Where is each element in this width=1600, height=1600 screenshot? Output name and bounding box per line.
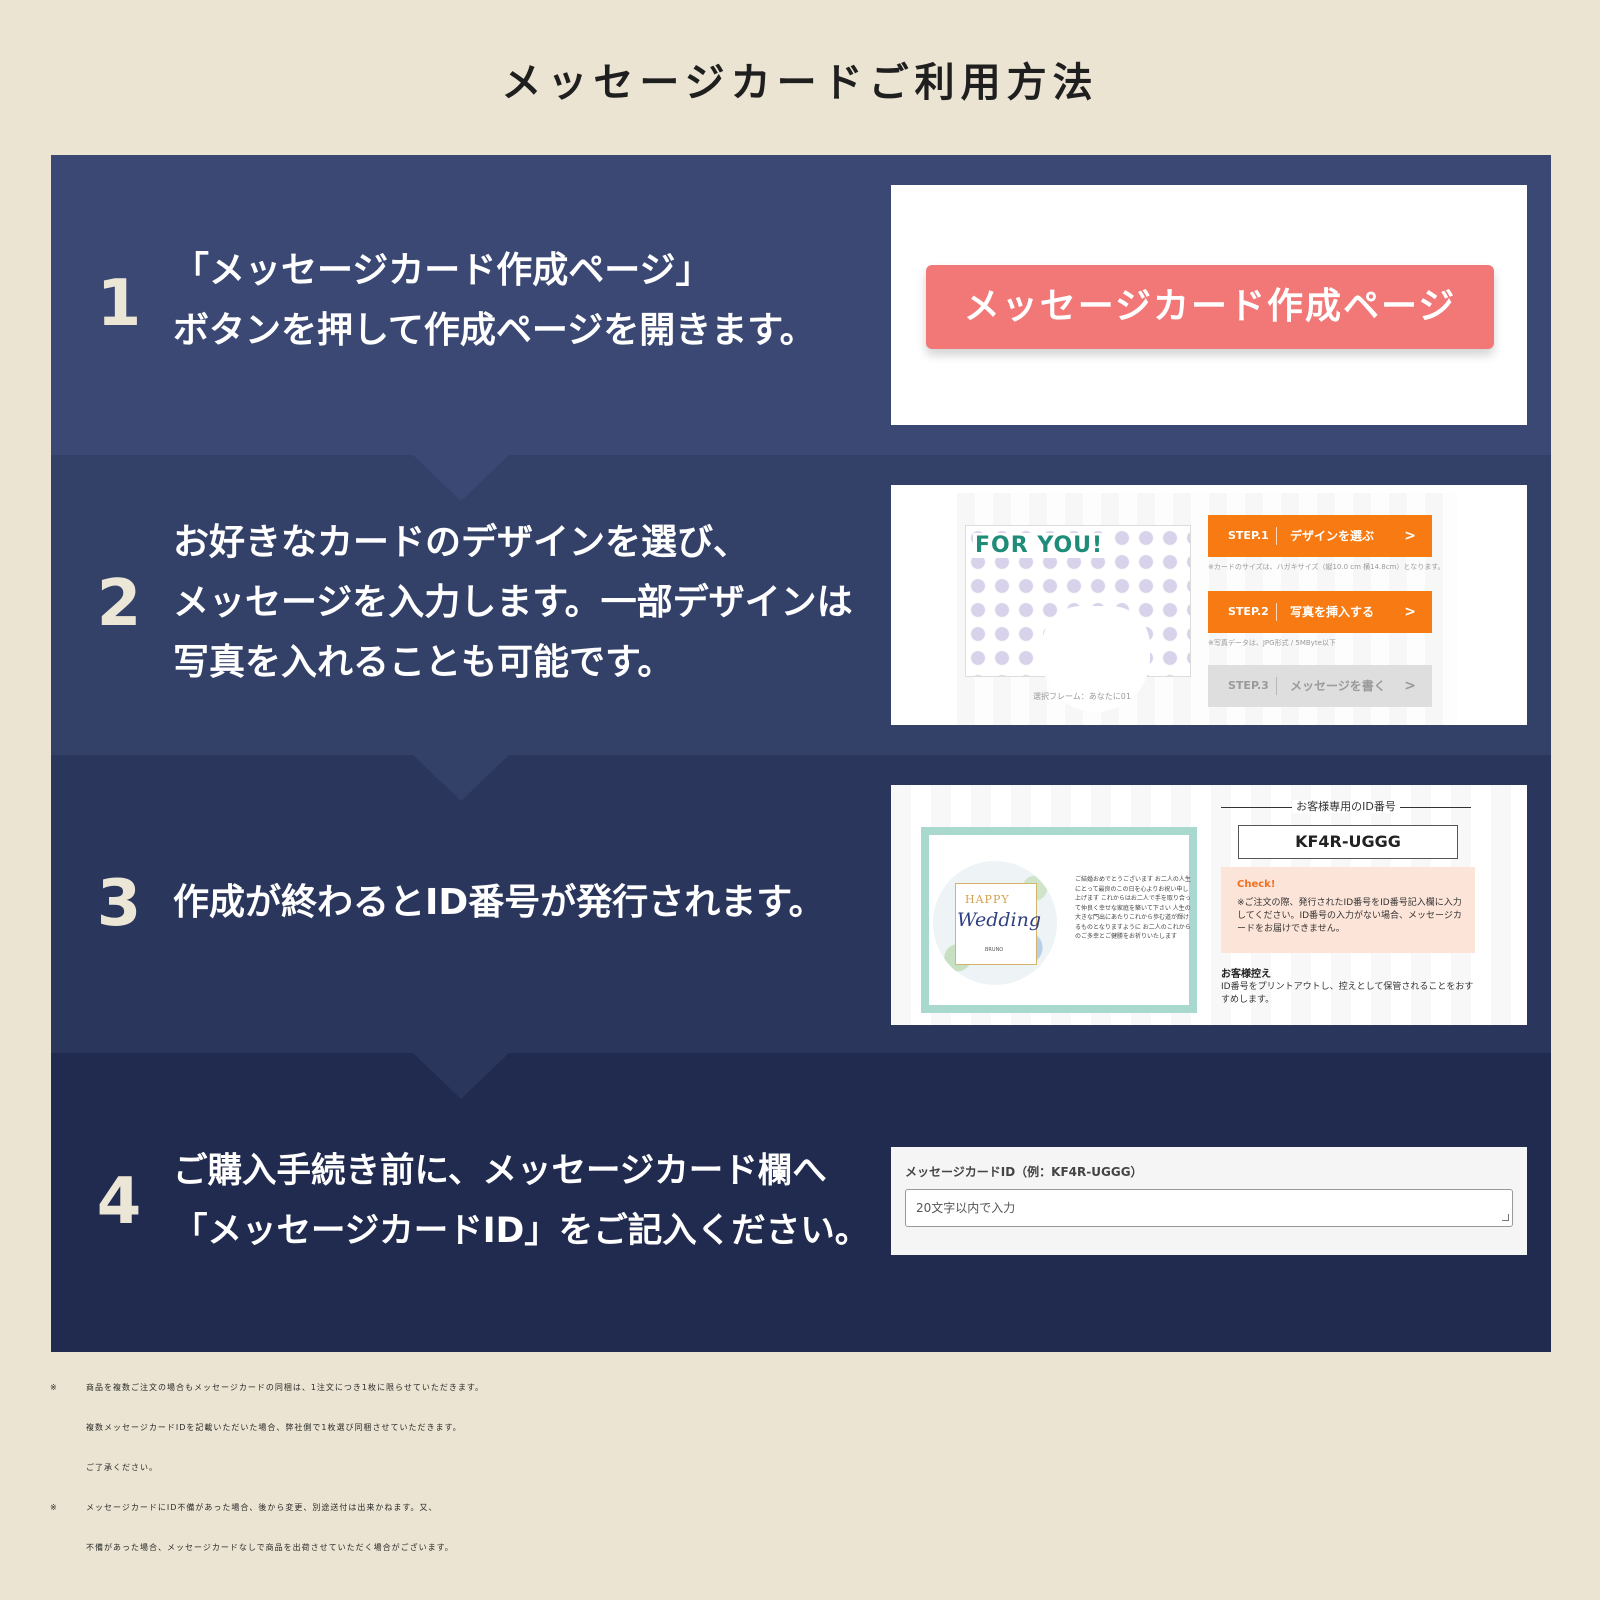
chevron-right-icon: >: [1404, 678, 1416, 694]
step-4: 4 ご購入手続き前に、メッセージカード欄へ 「メッセージカードID」をご記入くだ…: [51, 1053, 1551, 1352]
create-message-card-button[interactable]: メッセージカード作成ページ: [926, 265, 1494, 349]
step-arrow: [413, 1053, 509, 1099]
chevron-right-icon: >: [1404, 528, 1416, 544]
step3-message-button[interactable]: STEP.3 メッセージを書く >: [1208, 665, 1432, 707]
step1-design-button[interactable]: STEP.1 デザインを選ぶ >: [1208, 515, 1432, 557]
step-button-label: 写真を挿入する: [1290, 605, 1375, 619]
step-text-line: 写真を入れることも可能です。: [173, 642, 674, 683]
brand-logo: BRUNO: [985, 947, 1004, 953]
step-button-label: デザインを選ぶ: [1290, 529, 1375, 543]
note-mark: ※: [50, 1503, 58, 1512]
id-heading-text: お客様専用のID番号: [1292, 800, 1400, 813]
step-button-number: STEP.2: [1228, 605, 1269, 618]
happy-text: HAPPY: [965, 893, 1010, 906]
step-4-screenshot: メッセージカードID（例：KF4R-UGGG） 20文字以内で入力: [891, 1147, 1527, 1255]
id-heading: お客様専用のID番号: [1221, 799, 1471, 815]
step-2: 2 お好きなカードのデザインを選び、 メッセージを入力します。一部デザインは 写…: [51, 455, 1551, 755]
card-preview: HAPPY Wedding BRUNO ご結婚おめでとうございます お二人の人生…: [921, 827, 1197, 1013]
step-text-line: お好きなカードのデザインを選び、: [173, 522, 750, 563]
id-number-box: KF4R-UGGG: [1238, 825, 1458, 859]
id-heading-text-wrap: お客様専用のID番号: [1221, 799, 1471, 815]
photo-area: [1042, 606, 1150, 712]
check-text: ※ご注文の際、発行されたID番号をID番号記入欄に入力してください。ID番号の入…: [1237, 898, 1462, 934]
chevron-right-icon: >: [1404, 604, 1416, 620]
step-description: 「メッセージカード作成ページ」 ボタンを押して作成ページを開きます。: [173, 241, 816, 361]
step-description: ご購入手続き前に、メッセージカード欄へ 「メッセージカードID」をご記入ください…: [173, 1141, 869, 1261]
step-text-line: 「メッセージカード作成ページ」: [173, 250, 712, 291]
customer-copy-title: お客様控え: [1221, 969, 1271, 980]
step-text-line: ご購入手続き前に、メッセージカード欄へ: [173, 1151, 827, 1191]
note-mark: ※: [50, 1383, 58, 1392]
step-number: 1: [96, 267, 142, 341]
step-number: 4: [96, 1165, 142, 1239]
step2-photo-button[interactable]: STEP.2 写真を挿入する >: [1208, 591, 1432, 633]
card-message: ご結婚おめでとうございます お二人の人生にとって最良のこの日を心よりお祝い申し上…: [1075, 876, 1191, 940]
page-title: メッセージカードご利用方法: [501, 60, 1099, 106]
separator: [1276, 527, 1277, 545]
note-line: メッセージカードにID不備があった場合、後から変更、別途送付は出来かねます。又、: [86, 1503, 438, 1512]
note-line: ご了承ください。: [86, 1463, 158, 1472]
message-card-id-label: メッセージカードID（例：KF4R-UGGG）: [905, 1165, 1143, 1179]
customer-copy-text: ID番号をプリントアウトし、控えとして保管されることをおすすめします。: [1221, 982, 1474, 1005]
step-button-label: メッセージを書く: [1290, 679, 1386, 693]
wedding-text: Wedding: [957, 909, 1042, 931]
step-text-line: ボタンを押して作成ページを開きます。: [173, 310, 816, 351]
note-1: ※ 商品を複数ご注文の場合もメッセージカードの同梱は、1注文につき1枚に限らせて…: [50, 1368, 1570, 1488]
step-description: お好きなカードのデザインを選び、 メッセージを入力します。一部デザインは 写真を…: [173, 513, 853, 693]
step-text-line: 「メッセージカードID」をご記入ください。: [173, 1211, 870, 1251]
card-title: FOR YOU!: [973, 533, 1106, 558]
step-3-screenshot: HAPPY Wedding BRUNO ご結婚おめでとうございます お二人の人生…: [891, 785, 1527, 1025]
step-arrow: [413, 755, 509, 801]
step-arrow: [413, 455, 509, 501]
step-3: 3 作成が終わるとID番号が発行されます。 HAPPY Wedding BRUN…: [51, 755, 1551, 1053]
step-button-number: STEP.1: [1228, 529, 1269, 542]
check-box: Check! ※ご注文の際、発行されたID番号をID番号記入欄に入力してください…: [1221, 867, 1475, 953]
card-size-note: ※カードのサイズは、ハガキサイズ（縦10.0 cm 横14.8cm）となります。: [1208, 563, 1445, 571]
step-text-line: メッセージを入力します。一部デザインは: [173, 582, 853, 623]
note-2: ※ メッセージカードにID不備があった場合、後から変更、別途送付は出来かねます。…: [50, 1488, 1570, 1568]
step-number: 3: [96, 867, 142, 941]
separator: [1276, 603, 1277, 621]
step-button-number: STEP.3: [1228, 679, 1269, 692]
step-1-screenshot: メッセージカード作成ページ: [891, 185, 1527, 425]
message-card-id-input[interactable]: 20文字以内で入力: [905, 1189, 1513, 1227]
card-inner: HAPPY Wedding BRUNO ご結婚おめでとうございます お二人の人生…: [929, 835, 1191, 1005]
step-number: 2: [96, 567, 142, 641]
step-2-screenshot: FOR YOU! 選択フレーム：あなたに01 STEP.1 デザインを選ぶ > …: [891, 485, 1527, 725]
note-line: 商品を複数ご注文の場合もメッセージカードの同梱は、1注文につき1枚に限らせていた…: [86, 1383, 485, 1392]
step-1: 1 「メッセージカード作成ページ」 ボタンを押して作成ページを開きます。 メッセ…: [51, 155, 1551, 455]
photo-format-note: ※写真データは、JPG形式 / 5MByte以下: [1208, 639, 1336, 647]
resize-grip-icon[interactable]: [1502, 1214, 1509, 1221]
note-line: 複数メッセージカードIDを記載いただいた場合、弊社側で1枚選び同梱させていただき…: [86, 1423, 462, 1432]
check-title: Check!: [1237, 879, 1276, 890]
step-description: 作成が終わるとID番号が発行されます。: [173, 873, 825, 933]
frame-label: 選択フレーム：あなたに01: [1033, 692, 1131, 701]
steps-container: 1 「メッセージカード作成ページ」 ボタンを押して作成ページを開きます。 メッセ…: [51, 155, 1551, 1352]
gold-frame: [955, 883, 1037, 965]
notes: ※ 商品を複数ご注文の場合もメッセージカードの同梱は、1注文につき1枚に限らせて…: [50, 1368, 1570, 1568]
note-line: 不備があった場合、メッセージカードなしで商品を出荷させていただく場合がございます…: [86, 1543, 454, 1552]
separator: [1276, 677, 1277, 695]
step-text-line: 作成が終わるとID番号が発行されます。: [173, 882, 825, 923]
